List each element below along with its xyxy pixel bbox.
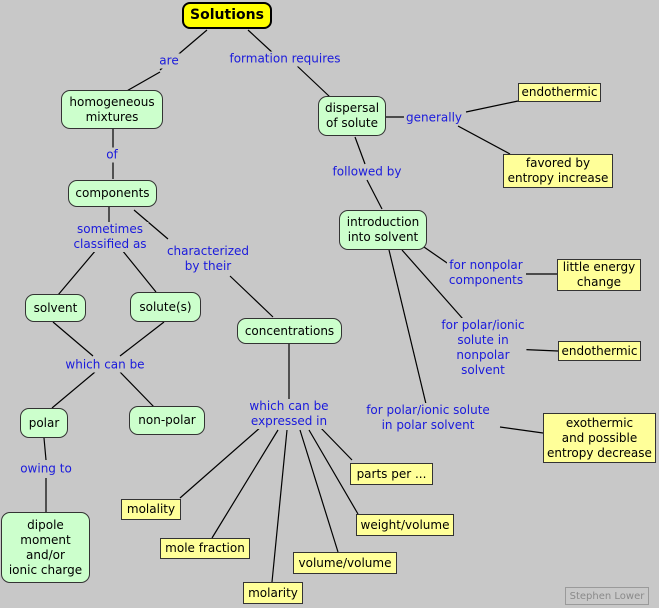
link-owing-to: owing to [18, 461, 74, 477]
fact-volume-volume: volume/volume [293, 552, 397, 574]
fact-endothermic-2: endothermic [558, 341, 641, 361]
connector [294, 63, 331, 98]
connector [465, 100, 519, 113]
connector [211, 429, 279, 539]
node-solvent: solvent [25, 294, 86, 322]
node-non-polar: non-polar [129, 406, 205, 435]
node-dispersal-of-solute: dispersal of solute [318, 96, 386, 136]
node-components: components [68, 180, 157, 207]
connector [354, 136, 366, 165]
link-for-polar-ionic-nonpolar: for polar/ionic solute in nonpolar solve… [439, 318, 527, 378]
fact-mole-fraction: mole fraction [160, 538, 250, 559]
link-are: are [157, 53, 181, 69]
link-which-can-be: which can be [63, 357, 147, 373]
connector [499, 426, 544, 434]
connector [57, 249, 97, 296]
link-followed-by: followed by [330, 164, 404, 180]
connector [51, 371, 96, 409]
node-solutions: Solutions [182, 2, 272, 29]
link-which-can-be-expressed-in: which can be expressed in [247, 399, 331, 429]
fact-molality: molality [121, 499, 181, 520]
fact-molarity: molarity [243, 582, 303, 604]
node-polar: polar [20, 408, 68, 438]
fact-exothermic: exothermic and possible entropy decrease [543, 413, 656, 463]
fact-little-energy-change: little energy change [557, 259, 641, 291]
connector [52, 321, 94, 357]
link-generally: generally [403, 110, 465, 126]
connector [401, 249, 464, 320]
link-for-polar-ionic-polar: for polar/ionic solute in polar solvent [364, 403, 492, 433]
connector [247, 29, 275, 55]
node-solutes: solute(s) [130, 292, 201, 322]
connector [119, 321, 165, 357]
author-credit: Stephen Lower [565, 587, 649, 605]
connector [43, 437, 47, 461]
connector [121, 249, 157, 293]
connector [133, 209, 169, 240]
link-characterized-by-their: characterized by their [164, 244, 252, 274]
node-dipole-moment: dipole moment and/or ionic charge [1, 512, 90, 583]
connector [229, 275, 274, 318]
connector [317, 424, 353, 461]
connector [423, 246, 451, 266]
connector [119, 371, 156, 409]
node-homogeneous-mixtures: homogeneous mixtures [61, 90, 163, 129]
link-sometimes-classified-as: sometimes classified as [71, 222, 149, 252]
node-concentrations: concentrations [237, 318, 342, 344]
connector [366, 179, 383, 210]
connector [179, 425, 263, 499]
fact-favored-by-entropy: favored by entropy increase [503, 154, 613, 188]
fact-endothermic-1: endothermic [518, 83, 601, 102]
connector [457, 125, 511, 155]
link-for-nonpolar-components: for nonpolar components [446, 258, 526, 288]
connector [308, 429, 359, 515]
fact-weight-volume: weight/volume [356, 514, 454, 536]
connector [299, 429, 339, 553]
node-introduction-into-solvent: introduction into solvent [339, 210, 427, 250]
connector [124, 71, 161, 93]
connector [388, 249, 427, 405]
link-formation-requires: formation requires [227, 51, 343, 67]
link-of: of [104, 147, 120, 163]
fact-parts-per: parts per ... [350, 463, 433, 485]
connector [271, 429, 288, 583]
